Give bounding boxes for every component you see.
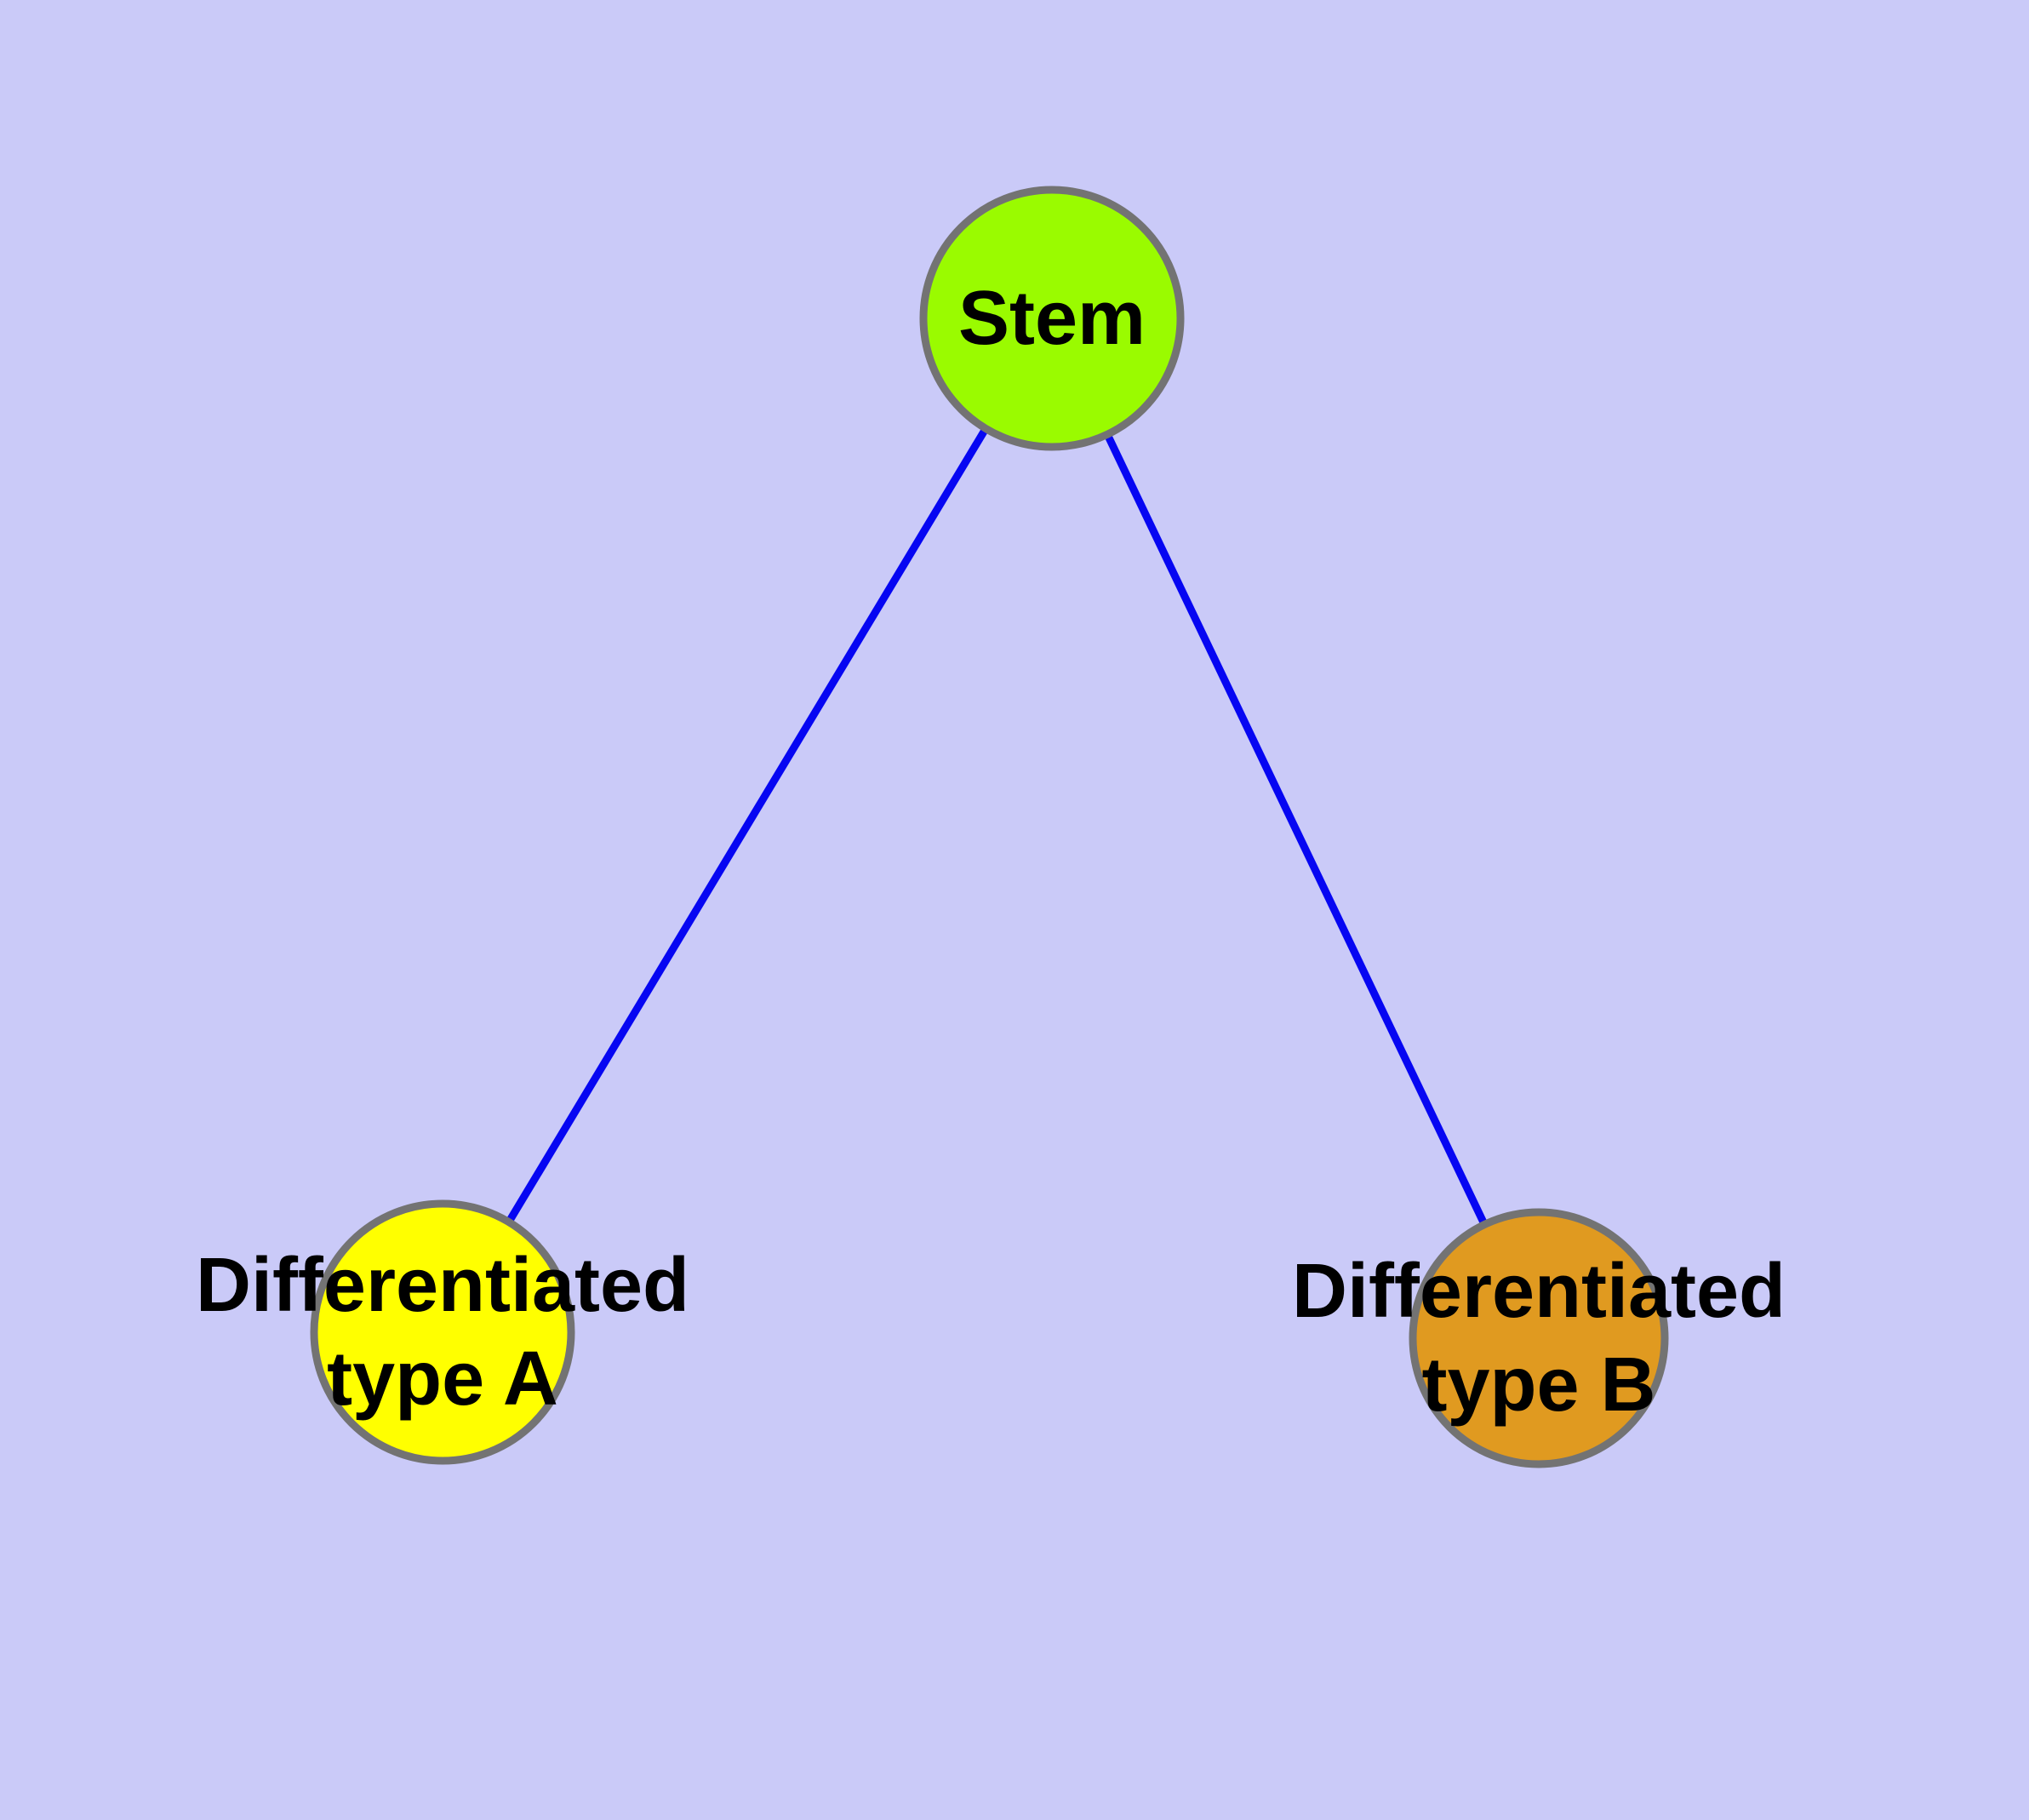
node-differentiated-type-a	[310, 1199, 575, 1465]
node-differentiated-type-b	[1409, 1208, 1669, 1468]
node-stem	[919, 186, 1185, 451]
node-label-line: Differentiated	[1292, 1249, 1786, 1334]
node-label-line: Stem	[958, 276, 1146, 361]
edges-layer	[505, 426, 1489, 1227]
nodes-layer	[310, 186, 1669, 1468]
node-label-line: type A	[327, 1336, 558, 1422]
edge-stem-to-differentiated-type-a	[505, 426, 990, 1224]
node-label-line: type B	[1421, 1342, 1655, 1428]
edge-stem-to-differentiated-type-b	[1104, 432, 1489, 1227]
node-label-line: Differentiated	[196, 1243, 689, 1328]
node-label-stem: Stem	[958, 276, 1146, 361]
